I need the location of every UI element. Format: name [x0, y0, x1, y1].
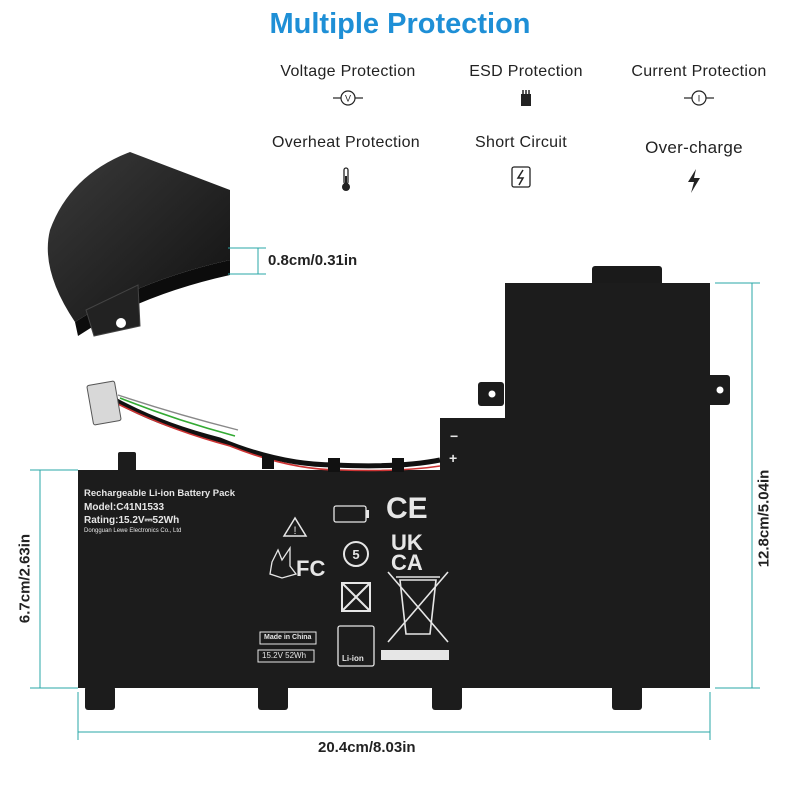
battery-corner-closeup	[47, 152, 231, 337]
voltage-icon: V	[248, 89, 448, 112]
protection-over-charge: Over-charge	[594, 138, 794, 199]
protection-current: Current Protection I	[599, 63, 799, 112]
battery-rating: Rating:15.2V⎓52Wh	[84, 515, 180, 526]
protection-voltage: Voltage Protection V	[248, 63, 448, 112]
thickness-indicator	[228, 247, 266, 275]
protection-label: Over-charge	[645, 138, 743, 157]
battery-model: Model:C41N1533	[84, 502, 165, 513]
terminal-minus: −	[450, 428, 459, 444]
fc-mark: FC	[296, 556, 326, 581]
height-label-label: 6.7cm/2.63in	[16, 533, 34, 624]
svg-text:!: !	[293, 525, 296, 537]
ce-mark: CE	[386, 492, 428, 525]
esd-chip-icon	[426, 89, 626, 114]
lightning-icon	[594, 168, 794, 199]
current-icon: I	[599, 89, 799, 112]
protection-label: Voltage Protection	[280, 63, 416, 80]
li-ion-label: Li-ion	[342, 654, 364, 663]
page-title: Multiple Protection	[269, 8, 531, 40]
protection-label: Short Circuit	[475, 134, 567, 151]
terminal-plus: +	[449, 450, 458, 466]
made-in-label: Made in China	[264, 634, 312, 641]
thermometer-icon	[246, 166, 446, 197]
protection-short-circuit: Short Circuit	[421, 134, 621, 195]
battery-maker: Dongguan Lewe Electronics Co., Ltd	[84, 528, 182, 534]
thickness-label: 0.8cm/0.31in	[268, 252, 358, 269]
protection-label: Current Protection	[631, 63, 767, 80]
svg-text:I: I	[698, 94, 701, 104]
height-total-label: 12.8cm/5.04in	[755, 469, 773, 568]
protection-label: Overheat Protection	[272, 134, 420, 151]
protection-esd: ESD Protection	[426, 63, 626, 114]
svg-text:V: V	[345, 94, 351, 104]
battery-pack-title: Rechargeable Li-ion Battery Pack	[84, 488, 235, 499]
protection-label: ESD Protection	[469, 63, 583, 80]
short-circuit-icon	[421, 164, 621, 195]
ukca-mark-top: UK	[391, 530, 423, 555]
spec-box-label: 15.2V 52Wh	[262, 651, 307, 660]
width-label: 20.4cm/8.03in	[318, 739, 416, 756]
svg-text:5: 5	[352, 547, 359, 562]
ukca-mark-bottom: CA	[391, 550, 423, 575]
protection-overheat: Overheat Protection	[246, 134, 446, 197]
